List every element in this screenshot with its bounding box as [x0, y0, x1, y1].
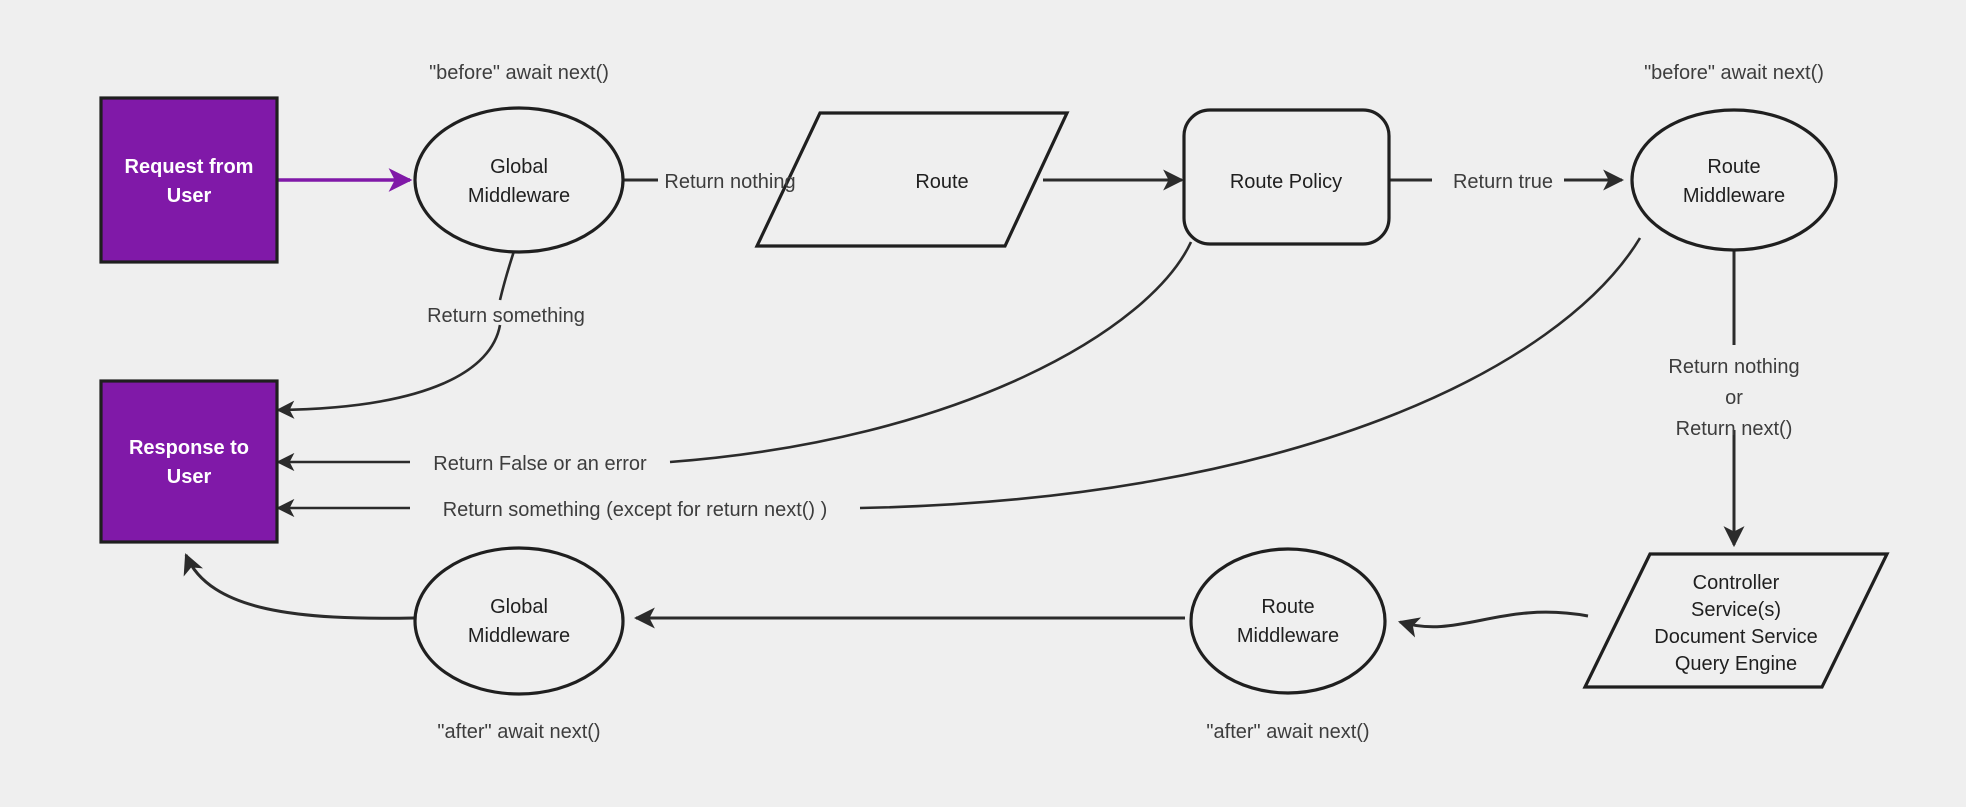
edge-label-return-false-or-error: Return False or an error — [433, 453, 647, 475]
node-route-middleware-bottom[interactable]: Route Middleware — [1189, 547, 1387, 695]
node-response-to-user[interactable]: Response to User — [99, 379, 279, 544]
annotation-after-await-next-right: "after" await next() — [1206, 721, 1369, 743]
node-route-policy[interactable]: Route Policy — [1182, 108, 1391, 246]
controller-stack-line2: Service(s) — [1691, 599, 1781, 621]
node-controller-stack[interactable]: Controller Service(s) Document Service Q… — [1582, 552, 1890, 689]
annotation-before-await-next-right: "before" await next() — [1644, 62, 1824, 84]
response-to-user-line1: Response to — [129, 437, 249, 459]
route-middleware-bottom-line1: Route — [1261, 596, 1314, 618]
route-policy-label: Route Policy — [1230, 171, 1342, 193]
route-middleware-top-line2: Middleware — [1683, 185, 1785, 207]
controller-stack-line4: Query Engine — [1675, 653, 1797, 675]
edge-label-return-nothing-or-next-line2: or — [1725, 387, 1743, 409]
controller-stack-line3: Document Service — [1654, 626, 1817, 648]
global-middleware-bottom-line2: Middleware — [468, 625, 570, 647]
edge-return-something — [276, 244, 518, 419]
request-from-user-line1: Request from — [125, 156, 254, 178]
annotation-before-await-next-left: "before" await next() — [429, 62, 609, 84]
global-middleware-top-line1: Global — [490, 156, 548, 178]
edge-return-false-or-error — [276, 241, 1193, 472]
edge-label-return-true: Return true — [1453, 171, 1553, 193]
node-route-middleware-top[interactable]: Route Middleware — [1630, 108, 1838, 252]
edge-global-middleware-bottom-to-response — [183, 553, 415, 620]
edge-label-return-something: Return something — [427, 305, 585, 327]
controller-stack-line1: Controller — [1693, 572, 1780, 594]
node-global-middleware-bottom[interactable]: Global Middleware — [413, 546, 625, 696]
node-route[interactable]: Route — [754, 111, 1070, 248]
edge-controller-to-route-middleware-bottom — [1397, 610, 1589, 638]
response-to-user-line2: User — [167, 466, 212, 488]
global-middleware-bottom-line1: Global — [490, 596, 548, 618]
edge-label-return-something-except-next: Return something (except for return next… — [443, 499, 828, 521]
node-global-middleware-top[interactable]: Global Middleware — [413, 106, 625, 254]
edge-label-return-nothing-or-next-line3: Return next() — [1676, 418, 1793, 440]
request-from-user-line2: User — [167, 185, 212, 207]
node-request-from-user[interactable]: Request from User — [99, 96, 279, 264]
edge-label-return-nothing: Return nothing — [664, 171, 795, 193]
annotation-after-await-next-left: "after" await next() — [437, 721, 600, 743]
edge-label-return-nothing-or-next-line1: Return nothing — [1668, 356, 1799, 378]
route-middleware-top-line1: Route — [1707, 156, 1760, 178]
edge-return-something-except-next — [276, 237, 1642, 518]
route-middleware-bottom-line2: Middleware — [1237, 625, 1339, 647]
route-label: Route — [915, 171, 968, 193]
global-middleware-top-line2: Middleware — [468, 185, 570, 207]
